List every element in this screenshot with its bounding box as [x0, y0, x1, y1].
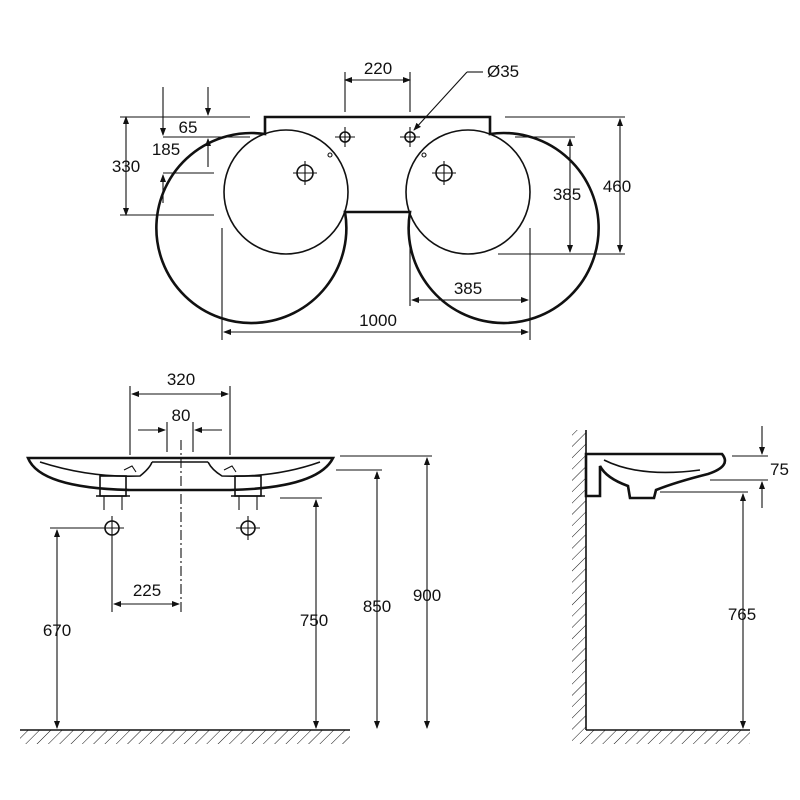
dim-75: 75 — [770, 460, 789, 479]
left-waste-outlet-icon — [100, 516, 124, 540]
dim-80: 80 — [172, 406, 191, 425]
dim-385-horizontal: 385 — [454, 279, 482, 298]
dim-225: 225 — [133, 581, 161, 600]
dim-1000: 1000 — [359, 311, 397, 330]
right-tap-hole-icon — [400, 127, 420, 147]
right-drain-icon — [432, 161, 456, 185]
wall-side — [572, 430, 587, 730]
front-view: 320 80 225 670 750 850 900 — [20, 370, 441, 744]
basin-outline-side — [584, 452, 727, 500]
dim-185: 185 — [152, 140, 180, 159]
right-bowl-inner — [405, 129, 531, 255]
dim-330: 330 — [112, 157, 140, 176]
right-waste-outlet-icon — [236, 516, 260, 540]
dim-385-vertical: 385 — [553, 185, 581, 204]
dim-850: 850 — [363, 597, 391, 616]
basin-outline-front — [26, 456, 336, 492]
floor-side — [572, 729, 750, 744]
top-view: 220 Ø35 65 185 330 385 460 385 — [112, 59, 631, 340]
left-bowl-inner — [223, 129, 349, 255]
dim-220: 220 — [364, 59, 392, 78]
floor-front — [20, 729, 350, 744]
basin-outline-top — [155, 115, 600, 325]
dim-900: 900 — [413, 586, 441, 605]
side-view: 75 765 — [572, 426, 789, 744]
dim-65: 65 — [179, 118, 198, 137]
left-drain-icon — [293, 161, 317, 185]
dim-765: 765 — [728, 605, 756, 624]
dim-320: 320 — [167, 370, 195, 389]
dim-460: 460 — [603, 177, 631, 196]
dim-750: 750 — [300, 611, 328, 630]
dim-diameter-35: Ø35 — [487, 62, 519, 81]
dim-670: 670 — [43, 621, 71, 640]
left-tap-hole-icon — [335, 127, 355, 147]
